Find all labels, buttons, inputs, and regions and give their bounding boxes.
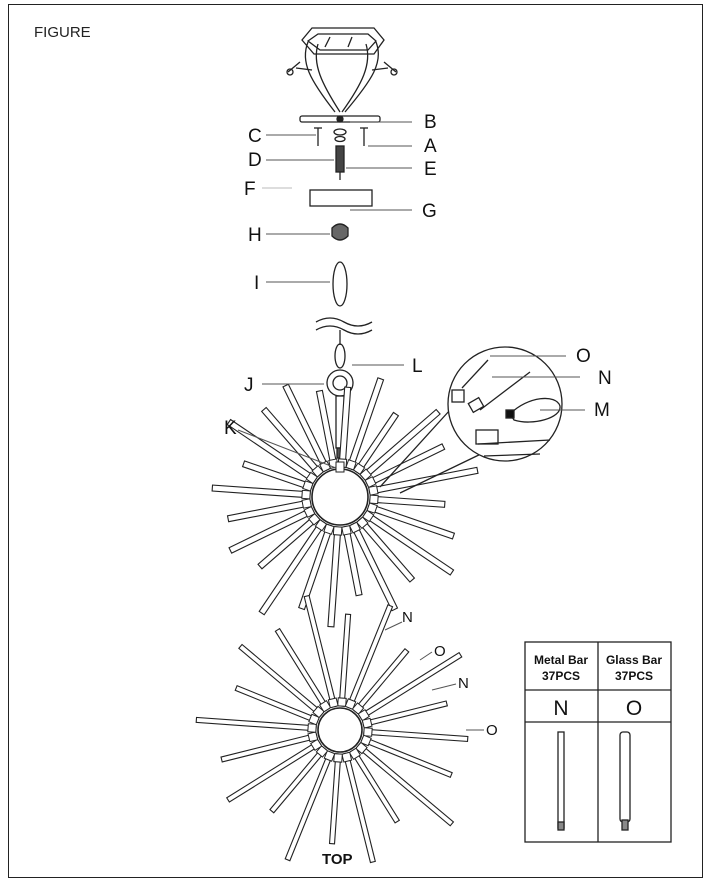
top-view-arm <box>195 716 317 732</box>
top-view-arm <box>338 613 352 707</box>
top-view-arm-socket <box>337 697 347 707</box>
label-E: E <box>424 159 437 180</box>
top-view-arm-socket <box>351 702 365 715</box>
chandelier-arm-socket <box>355 516 369 530</box>
label-O: O <box>576 346 591 367</box>
label-C: C <box>248 126 262 147</box>
top-view-arm-socket <box>341 751 353 763</box>
top-view-arm-socket <box>361 717 373 729</box>
top-view-arm <box>342 752 376 864</box>
label-I: I <box>254 273 259 294</box>
metal-bar-count: 37PCS <box>542 669 580 683</box>
chandelier-arm-socket <box>361 509 375 523</box>
top-callout-N-1: N <box>402 609 413 626</box>
metal-bar-name: Metal Bar <box>534 653 588 667</box>
top-view-arm-socket <box>344 698 357 710</box>
chandelier-arm-socket <box>368 485 379 496</box>
top-view-arm-socket <box>363 727 373 737</box>
chandelier-arm-socket <box>348 521 361 534</box>
metal-bar-letter: N <box>553 697 568 720</box>
label-D: D <box>248 150 262 171</box>
label-H: H <box>248 225 262 246</box>
mount-bracket <box>335 461 345 473</box>
top-view-label: TOP <box>322 851 353 868</box>
label-M: M <box>594 400 610 421</box>
label-K: K <box>224 418 237 439</box>
top-view-arm-socket <box>348 747 362 760</box>
top-view-arm-socket <box>357 708 370 722</box>
top-view-arm-socket <box>312 705 325 719</box>
label-F: F <box>244 179 256 200</box>
top-view-center-sphere <box>317 707 363 753</box>
top-view-arm-socket <box>310 738 323 752</box>
chandelier-arm-socket <box>369 494 379 505</box>
top-view-arm-socket <box>318 700 332 713</box>
glass-bar-name: Glass Bar <box>606 653 662 667</box>
label-N: N <box>598 368 612 389</box>
chandelier-arm-socket <box>303 505 316 518</box>
top-callout-O-2: O <box>486 722 498 739</box>
top-view-arm-socket <box>315 745 329 758</box>
top-view-arms <box>195 594 469 864</box>
label-B: B <box>424 112 437 133</box>
chandelier-arm-socket <box>352 462 366 476</box>
chandelier-arm-socket <box>359 468 373 482</box>
top-callout-O-1: O <box>434 643 446 660</box>
chandelier-arm-socket <box>345 459 357 471</box>
top-view-arm-socket <box>307 731 319 743</box>
chandelier-arm <box>327 526 342 628</box>
top-view-arm-socket <box>327 697 339 709</box>
top-view-arm-socket <box>307 723 317 733</box>
label-G: G <box>422 201 437 222</box>
chandelier-arm-socket <box>366 502 378 514</box>
chandelier-arm-socket <box>341 525 352 536</box>
ceiling-canopy <box>286 27 398 123</box>
chandelier-arm-socket <box>305 471 319 485</box>
chandelier-arm-socket <box>301 489 311 500</box>
label-A: A <box>424 136 437 157</box>
label-L: L <box>412 356 423 377</box>
glass-bar-count: 37PCS <box>615 669 653 683</box>
chandelier-arms <box>211 377 479 628</box>
chandelier-arm-socket <box>314 518 328 532</box>
chandelier-arm <box>369 495 446 508</box>
bar-table <box>524 641 672 843</box>
top-callout-N-2: N <box>458 675 469 692</box>
glass-bar-letter: O <box>626 697 642 720</box>
figure-frame <box>8 4 703 878</box>
top-view-arm <box>328 753 342 845</box>
top-view-arm <box>363 728 469 743</box>
detail-magnifier <box>379 346 563 494</box>
chandelier-arm-socket <box>364 476 377 489</box>
label-J: J <box>244 375 254 396</box>
top-view-arm-socket <box>323 750 336 762</box>
top-view-arm-socket <box>355 741 368 755</box>
top-view-arm-socket <box>333 753 343 763</box>
chandelier-arm-socket <box>332 526 343 536</box>
top-view-arm-socket <box>360 734 372 747</box>
chandelier-arm-socket <box>323 523 335 535</box>
chandelier-arm-socket <box>307 512 321 526</box>
figure-title: FIGURE <box>34 24 91 41</box>
chandelier-arm <box>211 484 311 499</box>
chandelier-arm-socket <box>311 464 325 478</box>
top-view-arm-socket <box>308 713 320 726</box>
leader-lines <box>237 121 585 731</box>
chandelier-arm-socket <box>302 480 314 492</box>
chandelier-center-sphere <box>311 468 369 526</box>
mounting-hardware <box>309 127 373 459</box>
top-view-arm <box>220 732 318 763</box>
chandelier-arm-socket <box>301 498 312 509</box>
